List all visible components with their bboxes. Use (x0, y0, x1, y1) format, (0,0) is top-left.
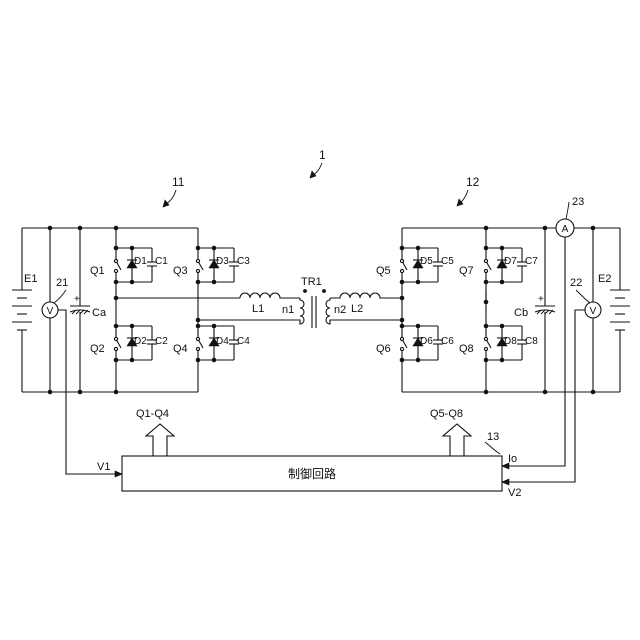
label-gate-left: Q1-Q4 (136, 408, 169, 420)
label-d7: D7 (504, 256, 517, 267)
converter-left-ref: 11 (172, 175, 185, 189)
label-c2: C2 (155, 336, 168, 347)
label-n2: n2 (334, 304, 346, 316)
label-c1: C1 (155, 256, 168, 267)
meter-23-ref: 23 (572, 196, 584, 208)
gate-arrow-left (146, 424, 174, 456)
label-q3: Q3 (173, 265, 188, 277)
label-io: Io (508, 453, 517, 465)
label-q4: Q4 (173, 343, 188, 355)
label-e2: E2 (598, 273, 611, 285)
label-gate-right: Q5-Q8 (430, 408, 463, 420)
label-tr1: TR1 (301, 276, 322, 288)
label-d2: D2 (134, 336, 147, 347)
label-d3: D3 (216, 256, 229, 267)
label-e1: E1 (24, 273, 37, 285)
label-ca: Ca (92, 307, 107, 319)
label-q6: Q6 (376, 343, 391, 355)
label-v1: V1 (97, 461, 110, 473)
battery-e1 (12, 290, 32, 330)
label-d8: D8 (504, 336, 517, 347)
label-n1: n1 (282, 304, 294, 316)
label-d4: D4 (216, 336, 229, 347)
label-l2: L2 (351, 303, 363, 315)
label-c8: C8 (525, 336, 538, 347)
ref-leaders (54, 163, 590, 454)
label-d1: D1 (134, 256, 147, 267)
label-q2: Q2 (90, 343, 105, 355)
battery-e2 (610, 290, 630, 330)
label-l1: L1 (252, 303, 264, 315)
controller-ref: 13 (487, 431, 499, 443)
label-c3: C3 (237, 256, 250, 267)
label-c7: C7 (525, 256, 538, 267)
converter-right-ref: 12 (466, 175, 480, 189)
controller-title: 制御回路 (288, 466, 336, 481)
gate-arrow-right (443, 424, 471, 456)
label-cb: Cb (514, 307, 528, 319)
system-ref: 1 (319, 148, 326, 162)
inductor-l1 (240, 293, 300, 298)
label-c4: C4 (237, 336, 250, 347)
meter-22-ref: 22 (570, 277, 582, 289)
label-c6: C6 (441, 336, 454, 347)
svg-text:+: + (538, 294, 544, 305)
label-c5: C5 (441, 256, 454, 267)
label-d5: D5 (420, 256, 433, 267)
label-q1: Q1 (90, 265, 105, 277)
label-v2: V2 (508, 487, 521, 499)
labels: 1 11 12 13 制御回路 E1 E2 Ca Cb + + TR1 n1 n… (24, 148, 611, 499)
meter-21-ref: 21 (56, 277, 68, 289)
label-d6: D6 (420, 336, 433, 347)
label-q8: Q8 (459, 343, 474, 355)
label-q7: Q7 (459, 265, 474, 277)
inductor-l2 (330, 293, 402, 298)
svg-text:+: + (74, 294, 80, 305)
label-q5: Q5 (376, 265, 391, 277)
meter-21-symbol: V (47, 306, 54, 317)
meter-22-symbol: V (590, 306, 597, 317)
meter-23-symbol: A (562, 224, 569, 235)
